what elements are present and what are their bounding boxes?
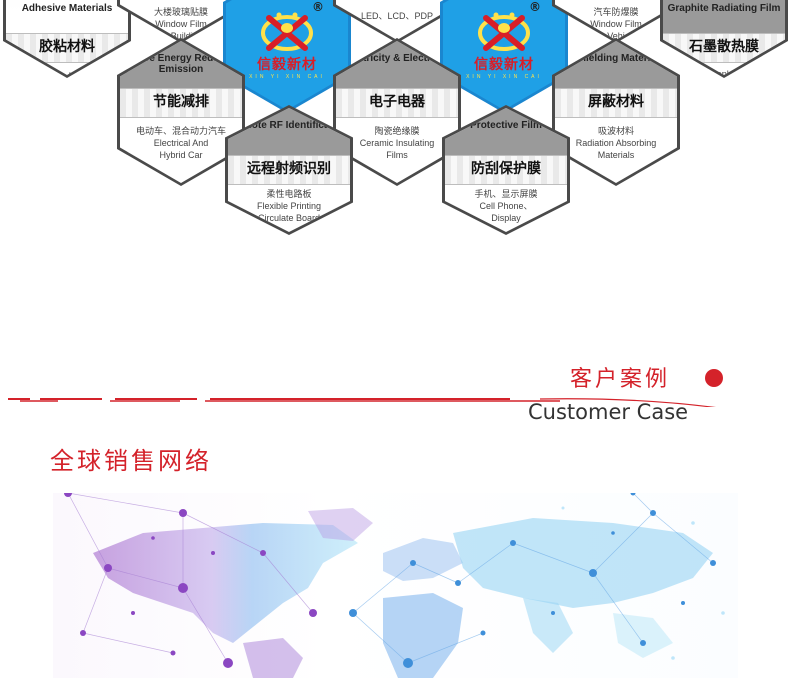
hex-desc-en: Window Film (590, 19, 642, 29)
header-dash (8, 398, 30, 400)
hex-title-cn: 节能减排 (153, 94, 209, 110)
hex-desc-cn: 大楼玻璃贴膜 (153, 7, 208, 17)
hex-remote-rf[interactable]: Remote RF Identification 远程射频识别 柔性电路板 Fl… (225, 105, 353, 235)
section-title-cn: 客户案例 (570, 367, 671, 392)
customer-case-header: 客户案例 Customer Case (0, 355, 790, 435)
hex-desc-en: Radiating Film (695, 81, 753, 91)
hex-desc-en: Flexible Printing (256, 201, 322, 211)
hex-desc-cn: 汽车防爆膜 (593, 7, 639, 17)
header-dash (115, 398, 197, 400)
hex-desc-en: Films (386, 150, 408, 160)
brand-logo-icon (261, 12, 313, 51)
hex-desc-en: Display (491, 213, 521, 223)
hex-desc-en: Circulate Board (257, 213, 321, 223)
hex-title-cn: 石墨散热膜 (689, 39, 759, 55)
hex-desc-en: Electrical And (153, 138, 209, 148)
hex-adhesive-materials[interactable]: Adhesive Materials 胶粘材料 Adhesive Materia… (3, 0, 131, 78)
hex-title-en: Adhesive Materials (21, 3, 113, 14)
hex-title-en: Shielding Material (573, 53, 659, 64)
hex-desc-cn: 电动车、混合动力汽车 (135, 126, 226, 136)
hex-desc-cn: 手机、显示屏膜 (474, 189, 538, 199)
global-sales-title: 全球销售网络 (50, 447, 212, 475)
registered-mark: ® (529, 0, 541, 14)
application-hexagon-grid: Adhesive Materials 胶粘材料 Adhesive Materia… (0, 0, 790, 240)
brand-name-cn: 信毅新材 (257, 57, 317, 73)
hex-desc-en: Ceramic Insulating (359, 138, 435, 148)
hex-desc: LED、LCD、PDP (360, 11, 434, 21)
header-dash (210, 398, 510, 400)
hex-desc-en: Materials (597, 150, 635, 160)
hex-desc-en: Graphite (706, 69, 742, 79)
world-network-map (53, 493, 738, 678)
hex-title-cn: 远程射频识别 (247, 161, 331, 177)
hex-desc-en: Hybrid Car (159, 150, 203, 160)
header-swoosh-line (20, 398, 717, 407)
hex-desc-cn: 柔性电路板 (266, 189, 312, 199)
hex-desc-en: For Vehicles (591, 31, 641, 41)
brand-name-cn: 信毅新材 (474, 57, 534, 73)
hex-desc-en: Cell Phone、 (479, 201, 533, 211)
hex-title-en: Remote RF Identification (230, 120, 348, 131)
brand-pinyin: XIN YI XIN CAI (249, 74, 325, 80)
world-map-illustration (64, 493, 725, 678)
hex-desc-cn: 陶瓷绝缘膜 (374, 126, 420, 136)
hex-title-cn: 防刮保护膜 (471, 161, 541, 177)
hex-shielding[interactable]: Shielding Material 屏蔽材料 吸波材料 Radiation A… (552, 38, 680, 186)
header-dash (40, 398, 102, 400)
hex-title-en: Save Energy Reduce Emission (131, 53, 231, 75)
hex-protective-film[interactable]: Protective Film 防刮保护膜 手机、显示屏膜 Cell Phone… (442, 105, 570, 235)
registered-mark: ® (312, 0, 324, 14)
hex-title-en: Electricity & Electronic (342, 53, 452, 64)
hex-title-en: Graphite Radiating Film (667, 3, 781, 14)
hex-desc-en: Radiation Absorbing (575, 138, 657, 148)
section-title-en: Customer Case (528, 400, 689, 424)
hex-desc: Adhesive Materials (28, 71, 106, 81)
brand-logo-icon (478, 12, 530, 51)
hex-desc-cn: 吸波材料 (597, 126, 634, 136)
hex-title-cn: 屏蔽材料 (588, 94, 644, 110)
brand-pinyin: XIN YI XIN CAI (466, 74, 542, 80)
hex-desc-en: Window Film (155, 19, 207, 29)
hex-desc-en: For Buildings (154, 31, 208, 41)
hex-title-en: Protective Film (470, 120, 542, 131)
hex-title-cn: 胶粘材料 (39, 39, 95, 55)
hex-graphite-film[interactable]: Graphite Radiating Film 石墨散热膜 Graphite R… (660, 0, 788, 78)
red-dot-icon (705, 369, 723, 387)
hex-electricity[interactable]: Electricity & Electronic 电子电器 陶瓷绝缘膜 Cera… (333, 38, 461, 186)
hex-title-cn: 电子电器 (369, 94, 425, 110)
